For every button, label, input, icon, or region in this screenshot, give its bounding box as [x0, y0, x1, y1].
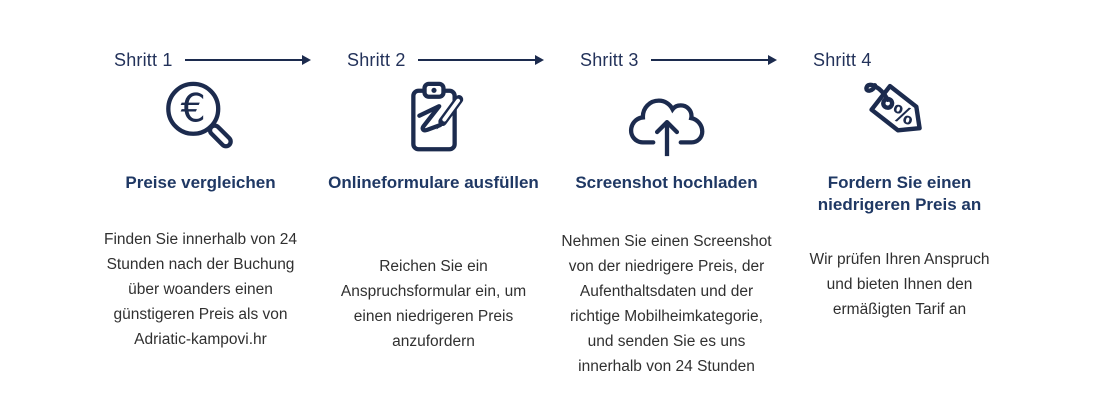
step-4-header: Shritt 4: [783, 48, 1016, 72]
step-column-1: Shritt 1 € Preise vergleichen Finden Sie…: [84, 48, 317, 379]
step-1-icon-box: €: [84, 72, 317, 168]
arrow-right-icon: [417, 55, 545, 65]
step-3-label: Shritt 3: [580, 49, 639, 70]
step-2-icon-box: [317, 72, 550, 168]
step-2-title: Onlineformulare ausfüllen: [328, 173, 539, 192]
step-column-2: Shritt 2 Onlineformulare ausfüllen Reich…: [317, 48, 550, 379]
svg-text:€: €: [180, 86, 205, 132]
step-2-label: Shritt 2: [347, 49, 406, 70]
step-1-header: Shritt 1: [84, 48, 317, 72]
steps-grid: Shritt 1 € Preise vergleichen Finden Sie…: [84, 48, 1016, 379]
clipboard-pen-icon: [410, 81, 463, 152]
step-1-label: Shritt 1: [114, 49, 173, 70]
price-tag-percent-icon: %: [863, 82, 922, 133]
step-1-description: Finden Sie innerhalb von 24 Stunden nach…: [103, 231, 298, 348]
magnifier-euro-icon: €: [165, 81, 233, 149]
step-4-icon-box: %: [783, 72, 1016, 168]
arrow-right-icon: [650, 55, 778, 65]
step-3-icon-box: [550, 72, 783, 168]
step-4-title: Fordern Sie einen niedrigeren Preis an: [817, 173, 982, 214]
step-3-header: Shritt 3: [550, 48, 783, 72]
step-4-description: Wir prüfen Ihren Anspruch und bieten Ihn…: [809, 251, 990, 318]
step-1-title: Preise vergleichen: [125, 173, 276, 192]
step-4-label: Shritt 4: [813, 49, 872, 70]
step-column-3: Shritt 3 Screenshot hochladen Nehmen Sie…: [550, 48, 783, 379]
step-2-header: Shritt 2: [317, 48, 550, 72]
step-3-description: Nehmen Sie einen Screenshot von der nied…: [561, 233, 772, 375]
step-3-title: Screenshot hochladen: [575, 173, 758, 192]
step-2-description: Reichen Sie ein Anspruchsformular ein, u…: [340, 258, 527, 350]
cloud-upload-icon: [628, 98, 704, 157]
step-column-4: Shritt 4 % Fordern Sie einen niedrigeren…: [783, 48, 1016, 379]
arrow-right-icon: [184, 55, 312, 65]
